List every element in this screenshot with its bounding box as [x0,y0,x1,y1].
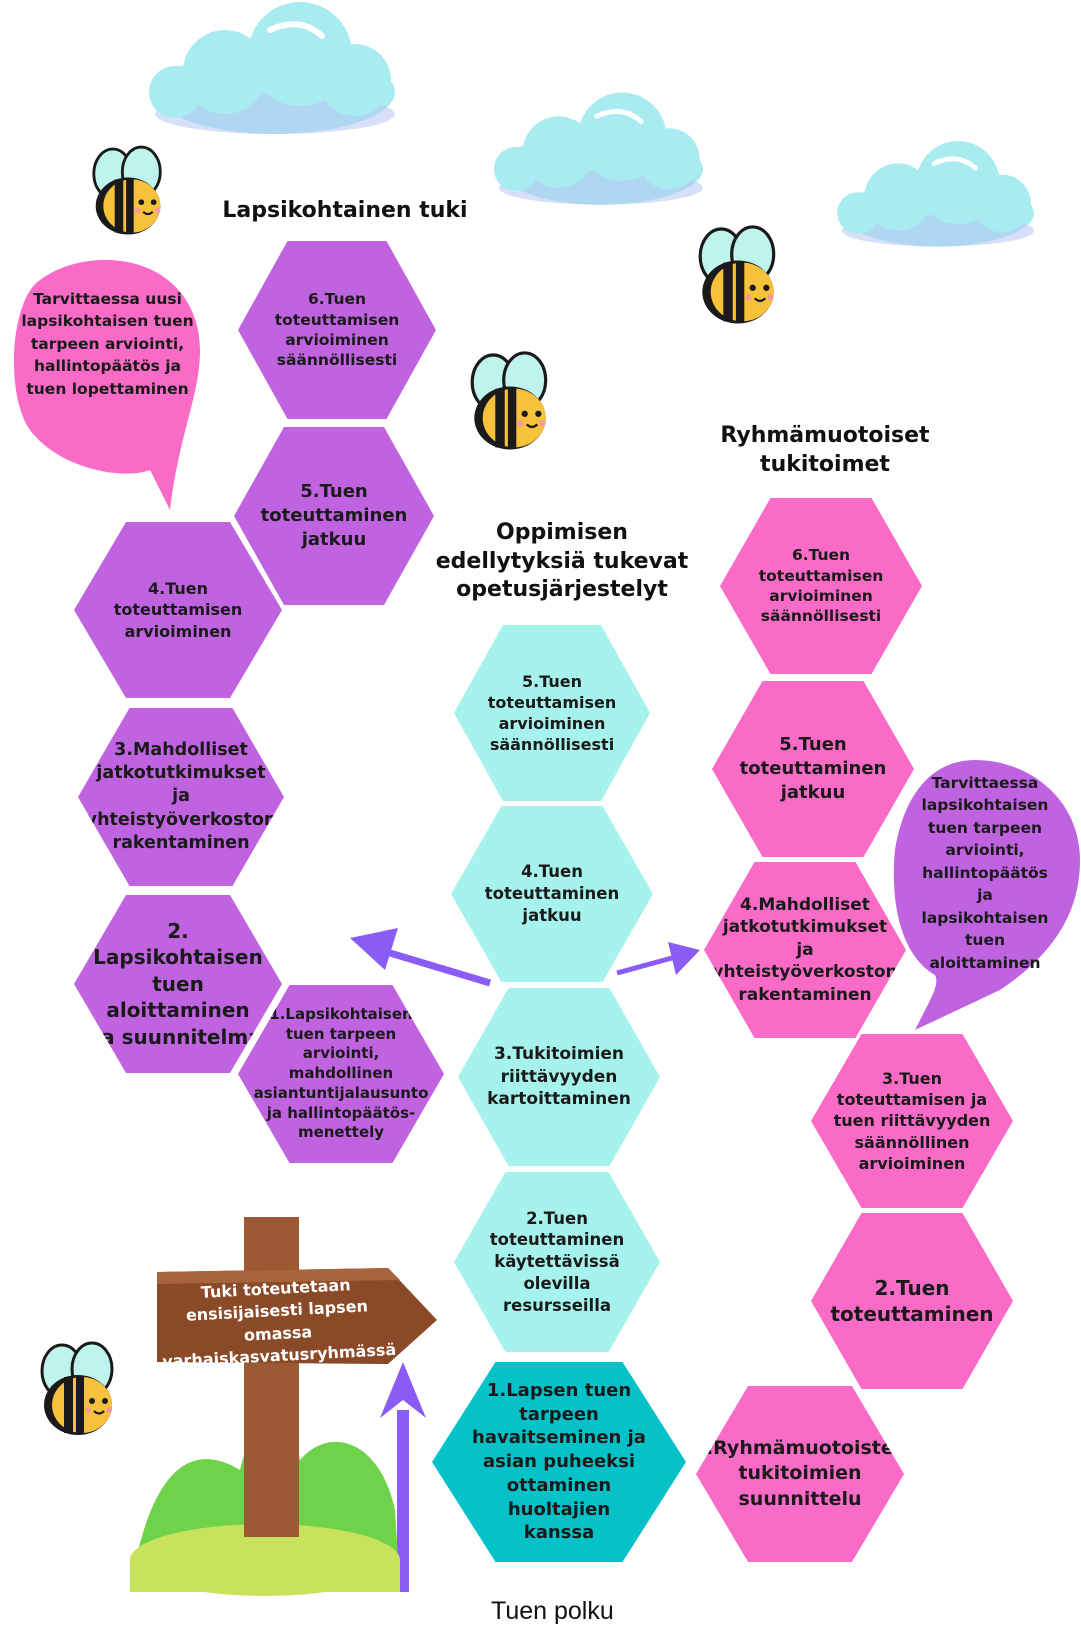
page-title: Tuen polku [491,1597,614,1625]
cloud-icon [149,2,395,134]
heading-group: Ryhmämuotoiset tukitoimet [720,423,930,477]
speech-bubble-individual [13,260,201,510]
bee-icon [470,351,548,452]
bee-icon [698,225,776,326]
group-step-1: 1.Ryhmämuotoisten tukitoimien suunnittel… [696,1386,904,1562]
grass-icon [130,1427,400,1596]
signpost-text: Tuki toteutetaan ensisijaisesti lapsen o… [161,1275,397,1372]
heading-arrangements: Oppimisen edellytyksiä tukevat opetusjär… [435,520,689,603]
group-step-4: 4.Mahdolliset jatkotutkimukset ja yhteis… [704,862,906,1038]
individual-step-3: 3.Mahdolliset jatkotutkimukset ja yhteis… [78,708,284,886]
individual-step-5: 5.Tuen toteuttaminen jatkuu [234,427,434,605]
group-step-6: 6.Tuen toteuttamisen arvioiminen säännöl… [720,498,922,674]
arrangement-step-1: 1.Lapsen tuen tarpeen havaitseminen ja a… [432,1362,686,1562]
bee-icon [40,1341,114,1437]
signpost-icon [157,1217,437,1537]
cloud-icon [837,141,1034,247]
bee-icon [92,145,162,236]
speech-bubble-group [893,760,1080,1030]
bubble-individual-text: Tarvittaessa uusi lapsikohtaisen tuen ta… [21,290,194,398]
group-step-5: 5.Tuen toteuttaminen jatkuu [712,681,914,857]
arrow-icon [350,928,700,1592]
heading-individual: Lapsikohtainen tuki [222,198,468,223]
group-step-3: 3.Tuen toteuttamisen ja tuen riittävyyde… [811,1034,1013,1208]
bubble-group-text: Tarvittaessa lapsikohtaisen tuen tarpeen… [921,774,1049,972]
group-step-2: 2.Tuen toteuttaminen [811,1213,1013,1389]
cloud-icon [494,93,703,205]
